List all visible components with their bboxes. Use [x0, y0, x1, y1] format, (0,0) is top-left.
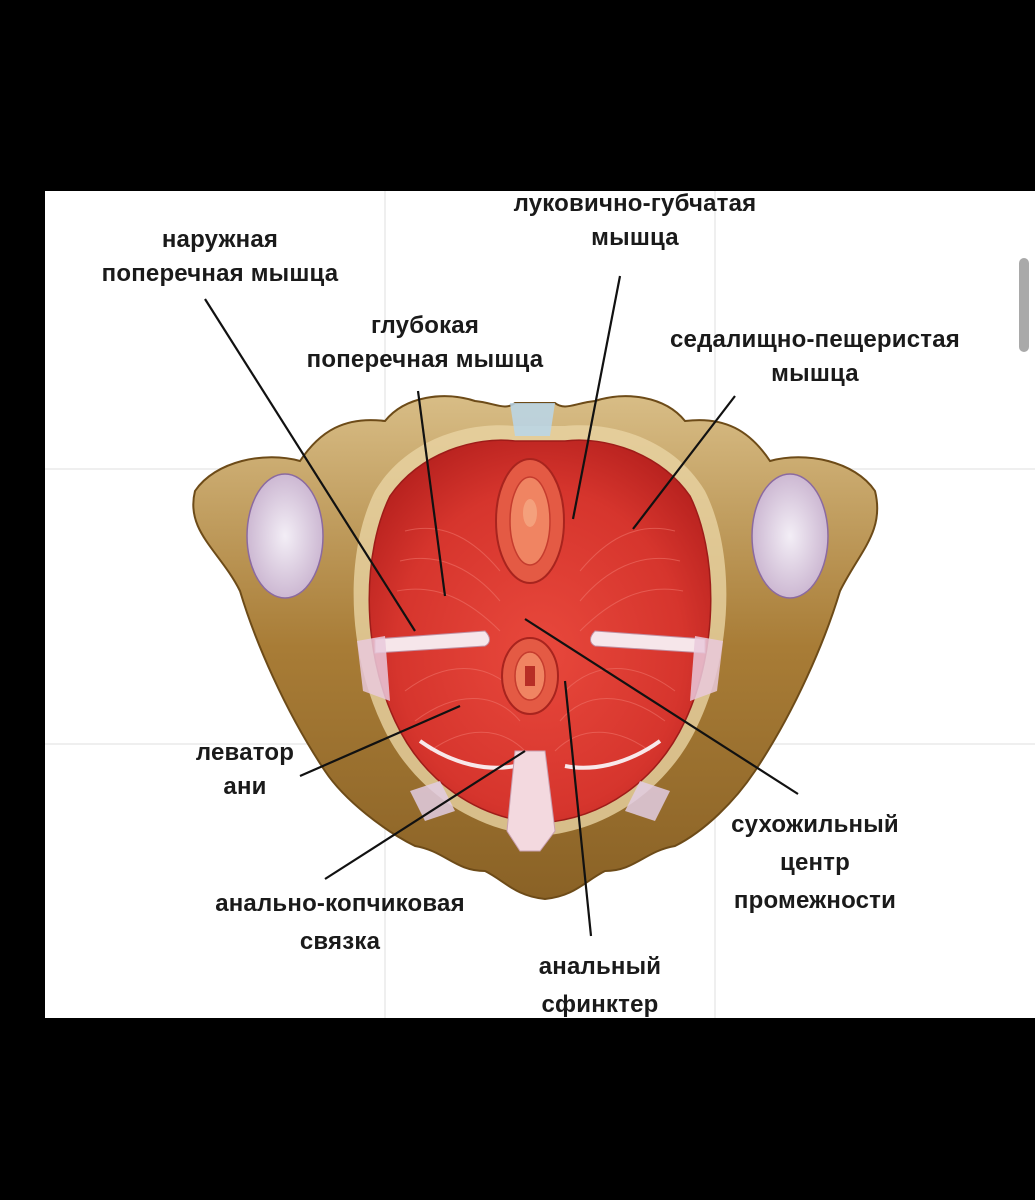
diagram-panel: наружная поперечная мышца луковично-губч…: [45, 191, 1035, 1018]
right-hip-socket: [751, 473, 829, 599]
pelvic-floor-illustration: [45, 191, 1035, 1018]
left-transverse-tendon: [374, 630, 490, 654]
leader-ischiocavernosus: [632, 395, 736, 530]
leader-perineal-body: [524, 618, 799, 795]
leader-anal-sphincter: [563, 680, 593, 937]
label-line: леватор: [195, 739, 295, 766]
leader-external-transverse: [204, 298, 416, 632]
label-ischiocavernosus-muscle: седалищно-пещеристая мышца: [625, 323, 1005, 391]
label-line: анально-копчиковая: [215, 890, 465, 917]
levator-curve-left: [418, 739, 516, 770]
label-anococcygeal-ligament: анально-копчиковая связка: [175, 885, 505, 961]
label-line: промежности: [733, 887, 897, 914]
leader-lines: [204, 275, 799, 937]
label-line: анальный: [538, 953, 662, 980]
label-line: связка: [299, 928, 381, 955]
label-line: центр: [779, 849, 850, 876]
scrollbar-thumb[interactable]: [1019, 258, 1029, 352]
label-external-transverse-muscle: наружная поперечная мышца: [85, 223, 355, 291]
label-perineal-body: сухожильный центр промежности: [705, 806, 925, 920]
right-transverse-tendon: [590, 630, 706, 654]
label-line: наружная: [161, 226, 279, 253]
label-line: мышца: [591, 224, 679, 251]
label-anal-sphincter: анальный сфинктер: [500, 948, 700, 1018]
label-line: поперечная мышца: [306, 346, 544, 373]
label-deep-transverse-muscle: глубокая поперечная мышца: [270, 309, 580, 377]
label-line: глубокая: [370, 312, 480, 339]
label-line: луковично-губчатая: [513, 191, 757, 217]
left-hip-socket: [246, 473, 324, 599]
label-levator-ani: леватор ани: [170, 736, 320, 804]
label-line: сухожильный: [731, 811, 899, 838]
label-line: ани: [223, 773, 267, 800]
leader-anococcygeal: [324, 750, 526, 880]
leader-levator-ani: [299, 704, 461, 778]
label-line: сфинктер: [541, 991, 659, 1018]
label-bulbospongiosus-muscle: луковично-губчатая мышца: [475, 191, 795, 255]
label-line: мышца: [771, 360, 859, 387]
label-line: поперечная мышца: [101, 260, 339, 287]
label-line: седалищно-пещеристая: [670, 326, 960, 353]
leader-deep-transverse: [416, 390, 447, 597]
coccyx: [506, 750, 556, 852]
leader-bulbospongiosus: [571, 275, 622, 520]
